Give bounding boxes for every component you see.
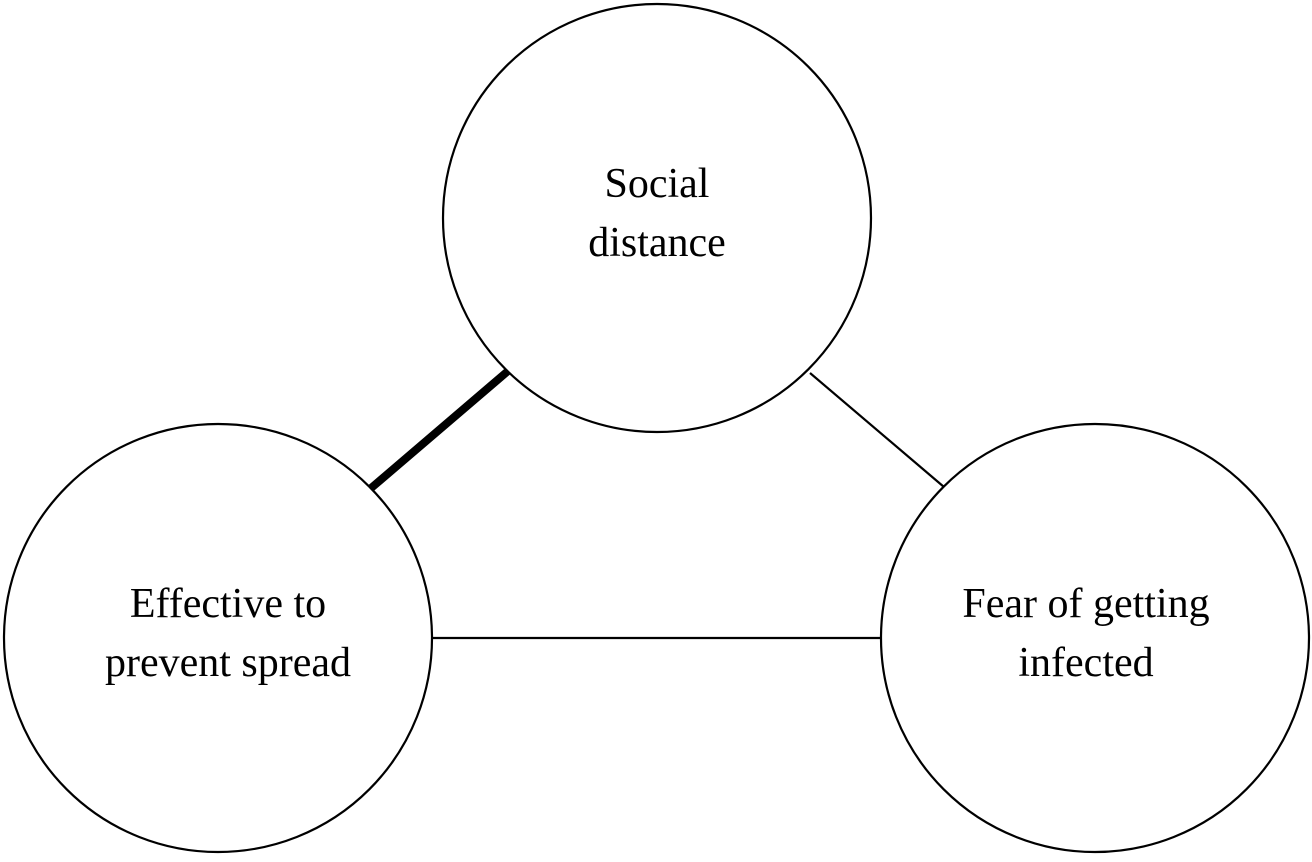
- node-circle-social-distance: [441, 2, 873, 434]
- edge-social-distance-effective: [366, 367, 512, 493]
- node-circle-effective-to-prevent-spread: [2, 422, 434, 854]
- node-label-effective-line-2: prevent spread: [105, 640, 351, 686]
- node-label-social-distance-line-2: distance: [588, 220, 726, 266]
- node-label-social-distance-line-1: Social: [605, 161, 710, 207]
- edge-social-distance-fear: [809, 372, 945, 488]
- node-label-fear-line-1: Fear of getting: [962, 581, 1209, 627]
- node-fear-of-getting-infected: Fear of getting infected: [879, 422, 1311, 854]
- node-label-fear-line-2: infected: [1018, 640, 1153, 686]
- node-social-distance: Social distance: [441, 2, 873, 434]
- node-label-effective-line-1: Effective to: [130, 581, 326, 627]
- node-circle-fear-of-getting-infected: [879, 422, 1311, 854]
- node-effective-to-prevent-spread: Effective to prevent spread: [2, 422, 434, 854]
